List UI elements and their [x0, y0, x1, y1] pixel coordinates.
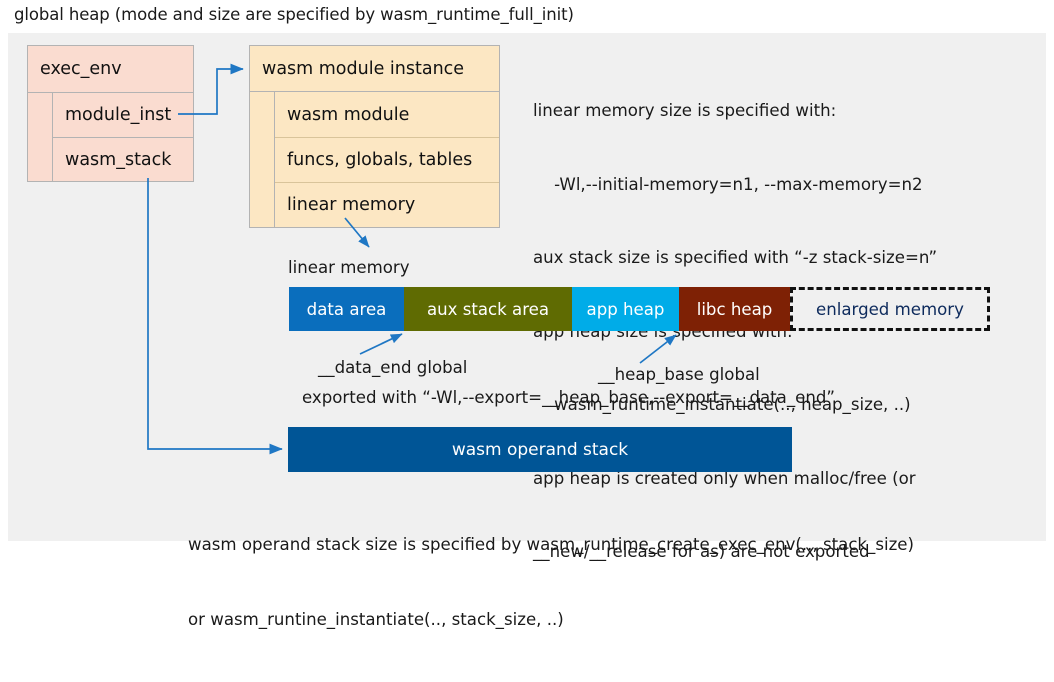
- exec-env-field-wasm-stack: wasm_stack: [53, 137, 193, 181]
- annotation-heap-base-global: __heap_base global: [598, 365, 760, 384]
- exec-env-fields: module_inst wasm_stack: [53, 93, 193, 181]
- info-line: app heap is created only when malloc/fre…: [533, 468, 916, 488]
- info-line: aux stack size is specified with “-z sta…: [533, 248, 938, 267]
- memory-segment-libc-heap: libc heap: [679, 287, 790, 331]
- diagram-canvas: global heap (mode and size are specified…: [8, 5, 1046, 629]
- field-wasm-module: wasm module: [287, 104, 410, 125]
- exec-env-field-module-inst: module_inst: [65, 105, 172, 125]
- memory-segment-aux-stack-area: aux stack area: [404, 287, 572, 331]
- exec-env-header: exec_env: [28, 46, 193, 93]
- memory-segment-app-heap: app heap: [572, 287, 679, 331]
- bottom-line: or wasm_runtine_instantiate(.., stack_si…: [188, 610, 564, 629]
- info-line: -Wl,--initial-memory=n1, --max-memory=n2: [533, 174, 923, 194]
- wasm-module-instance-box: wasm module instance wasm module funcs, …: [249, 45, 500, 228]
- memory-segment-data-area: data area: [289, 287, 404, 331]
- info-line: linear memory size is specified with:: [533, 101, 837, 120]
- wasm-module-instance-fields: wasm module funcs, globals, tables linea…: [275, 92, 499, 227]
- linear-memory-label: linear memory: [288, 258, 410, 277]
- annotation-exported-with: exported with “-Wl,--export=__heap_base,…: [302, 388, 835, 407]
- wasm-module-instance-header: wasm module instance: [250, 46, 499, 92]
- bottom-text-block: wasm operand stack size is specified by …: [188, 482, 914, 682]
- page-title: global heap (mode and size are specified…: [14, 5, 574, 24]
- wasm-module-instance-gutter: [250, 92, 275, 227]
- exec-env-box: exec_env module_inst wasm_stack: [27, 45, 194, 182]
- wasm-module-instance-body: wasm module funcs, globals, tables linea…: [250, 92, 499, 227]
- exec-env-body: module_inst wasm_stack: [28, 93, 193, 181]
- wasm-operand-stack-bar: wasm operand stack: [288, 427, 792, 472]
- info-line: wasm_runtime_instantiate(.., heap_size, …: [533, 395, 911, 414]
- memory-segment-enlarged-memory: enlarged memory: [790, 287, 990, 331]
- field-funcs-globals-tables: funcs, globals, tables: [275, 137, 499, 182]
- bottom-line: wasm operand stack size is specified by …: [188, 535, 914, 554]
- annotation-data-end-global: __data_end global: [318, 358, 468, 377]
- field-linear-memory: linear memory: [275, 182, 499, 227]
- linear-memory-bar: data area aux stack area app heap libc h…: [289, 287, 990, 331]
- exec-env-gutter: [28, 93, 53, 181]
